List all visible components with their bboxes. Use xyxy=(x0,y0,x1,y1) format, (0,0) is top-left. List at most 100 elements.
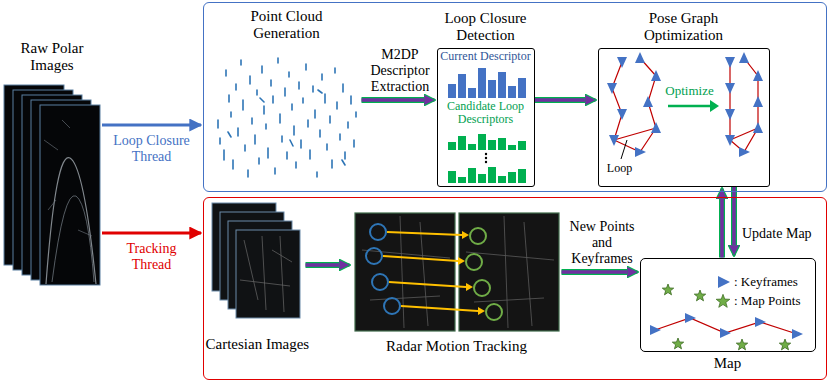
radar-tracking-images-part-part xyxy=(401,306,478,311)
descriptor-histogram-part-part xyxy=(518,78,526,98)
radar-tracking-images-part xyxy=(366,224,400,314)
edge-label: Update Map xyxy=(742,226,824,242)
radar-tracking-images-part-part xyxy=(384,298,400,314)
descriptor-histogram-part-part xyxy=(498,176,506,183)
map-graph xyxy=(650,284,803,350)
pose-graph-part-part xyxy=(725,109,735,120)
map-graph-part xyxy=(650,313,803,339)
thread-panel: Tracking ThreadCartesian ImagesRadar Mot… xyxy=(203,197,827,380)
stage-title: Point Cloud Generation xyxy=(237,8,337,43)
descriptor-histogram-part-part xyxy=(468,168,476,183)
map-graph-part-part xyxy=(779,339,790,350)
descriptor-histogram-part-part xyxy=(508,86,516,98)
pose-graph-part-part xyxy=(739,52,749,63)
connector-group xyxy=(102,125,201,126)
stage-title: Radar Motion Tracking xyxy=(352,338,562,355)
legend-swatch xyxy=(715,293,731,309)
radar-tracking-images-part-part xyxy=(387,232,462,235)
polar-image-stack-part xyxy=(40,105,100,285)
pose-graph-part xyxy=(710,100,719,112)
descriptor-histogram-part-part xyxy=(448,142,456,150)
map-graph-part-part xyxy=(736,339,747,350)
pose-graph-part xyxy=(668,105,711,108)
annotation: Loop xyxy=(603,162,637,176)
radar-tracking-images xyxy=(355,213,559,331)
flow-arrow xyxy=(306,263,350,267)
map-graph-part-part xyxy=(672,338,683,349)
point-cloud xyxy=(218,58,356,177)
connector-group xyxy=(562,272,638,273)
descriptor-histogram-part-part xyxy=(518,169,526,183)
radar-tracking-images-part-part xyxy=(383,256,458,261)
stage-title: Raw Polar Images xyxy=(12,40,92,75)
descriptor-histogram-part xyxy=(485,153,487,163)
descriptor-histogram-part-part xyxy=(468,88,476,98)
flow-arrow xyxy=(720,189,724,258)
descriptor-label: Candidate Loop Descriptors xyxy=(439,100,533,128)
descriptor-histogram-part-part xyxy=(485,157,487,159)
pose-graph-part-part xyxy=(725,57,735,68)
flow-arrow xyxy=(535,98,596,102)
cartesian-image-stack-part xyxy=(236,230,300,318)
stage-title: Loop Closure Detection xyxy=(436,10,536,45)
cartesian-image-stack xyxy=(212,203,300,318)
flow-arrow xyxy=(562,270,638,274)
pose-graph-part-part xyxy=(753,96,763,107)
point-cloud-part xyxy=(218,58,356,177)
map-graph-part-part xyxy=(662,284,673,295)
legend-text: : Keyframes xyxy=(734,274,798,290)
descriptor-histogram-part-part xyxy=(488,167,496,183)
descriptor-histogram-part-part xyxy=(458,74,466,98)
descriptor-histogram-part-part xyxy=(448,84,456,98)
descriptor-histogram-part-part xyxy=(485,161,487,163)
polar-image-stack xyxy=(4,85,100,285)
process-box: Loop Closure DetectionCurrent Descriptor… xyxy=(437,48,535,187)
map-graph-part-part xyxy=(694,290,705,301)
image-stack: Cartesian Images xyxy=(206,200,306,360)
point-cloud-stage: Point Cloud Generation xyxy=(210,5,362,185)
descriptor-histogram-part-part xyxy=(498,138,506,150)
legend-entry: : Map Points xyxy=(715,293,800,309)
legend-text: : Map Points xyxy=(734,293,800,309)
edge-label: M2DP Descriptor Extraction xyxy=(364,47,436,95)
radar-tracking-images-part-part xyxy=(474,280,490,296)
legend-swatch xyxy=(715,274,731,290)
map-point-symbol xyxy=(716,294,730,307)
radar-tracking-images-part-part xyxy=(458,257,465,265)
pose-graph-part-part xyxy=(643,96,653,107)
descriptor-histogram-part-part xyxy=(498,72,506,98)
pose-graph-part xyxy=(730,128,758,140)
radar-tracking-images-part-part xyxy=(389,282,466,287)
legend-entry: : Keyframes xyxy=(715,274,798,290)
stage-title: Map xyxy=(700,355,756,372)
connector-group xyxy=(722,189,723,258)
pose-graph-part xyxy=(614,128,656,140)
map-graph-part-part xyxy=(685,313,696,323)
polar-image-stack-part xyxy=(46,158,96,284)
descriptor-histogram-part-part xyxy=(518,141,526,150)
pose-graph-part-part xyxy=(651,70,661,81)
pose-graph-part-part xyxy=(651,122,661,133)
tracking-stage: Radar Motion Tracking xyxy=(352,208,562,364)
connector-group xyxy=(535,100,596,101)
polar-image-stack-part xyxy=(44,120,92,236)
descriptor-histogram-part-part xyxy=(468,144,476,150)
descriptor-histogram-part xyxy=(448,68,526,98)
radar-tracking-images-part xyxy=(466,228,502,320)
pose-graph-part-part xyxy=(609,135,619,146)
radar-tracking-images-part xyxy=(355,213,455,331)
radar-tracking-images-part-part xyxy=(462,231,469,239)
thread-title: Loop Closure Thread xyxy=(106,133,198,165)
descriptor-histogram-part xyxy=(448,134,526,183)
radar-tracking-images-part-part xyxy=(486,304,502,320)
radar-tracking-images-part-part xyxy=(366,248,382,264)
descriptor-histogram-part-part xyxy=(448,171,456,183)
pose-graph-part-part xyxy=(635,52,645,63)
thread-title: Tracking Thread xyxy=(112,241,192,273)
pose-graph-part xyxy=(725,52,763,157)
pose-graph-part-part xyxy=(725,83,735,94)
polar-image-stack-part xyxy=(52,196,94,282)
descriptor-histogram-part-part xyxy=(488,80,496,98)
connector-group xyxy=(362,100,435,101)
